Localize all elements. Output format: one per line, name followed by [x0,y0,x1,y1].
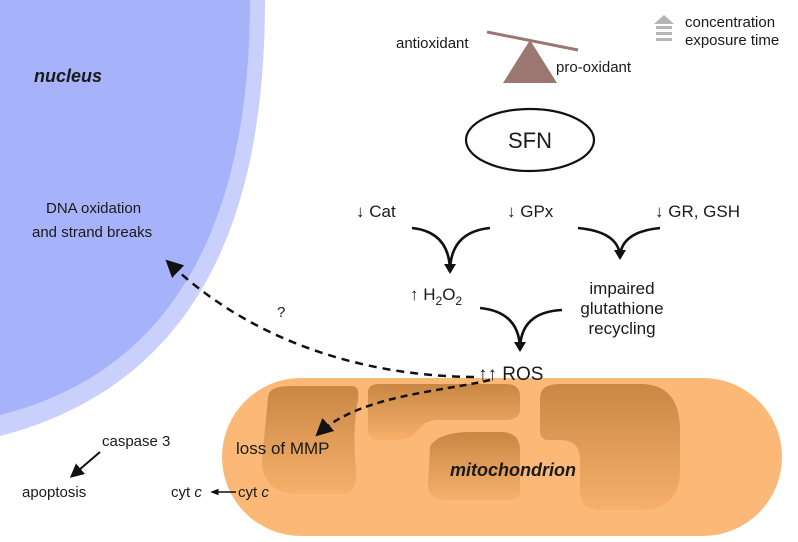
mitochondrion-crista-mid-top [368,384,520,440]
enzyme-gpx: ↓ GPx [507,202,554,221]
nucleus-title: nucleus [34,66,102,86]
dna-question-mark: ? [277,304,285,321]
dna-oxidation-line1: DNA oxidation [46,200,141,217]
glutathione-line1: impaired [589,279,654,298]
legend-bar-1 [656,26,672,29]
converge-arrow-h2o2 [411,226,491,274]
enzyme-cat: ↓ Cat [356,202,396,221]
dashed-arrow-mmp [315,378,491,437]
mitochondrion-crista-left [262,386,359,494]
apoptosis-label: apoptosis [22,484,86,501]
caspase-3-label: caspase 3 [102,433,170,450]
mitochondrion-crista-mid-bottom [428,432,520,500]
antioxidant-label: antioxidant [396,35,469,52]
h2o2-label: ↑ H2O2 [410,285,462,308]
nucleus-body [0,0,250,415]
dashed-arrow-dna [165,259,475,379]
glutathione-line2: glutathione [580,299,663,318]
mitochondrion-title: mitochondrion [450,460,576,480]
balance-scale: antioxidant pro-oxidant [396,30,632,83]
sfn-label: SFN [508,128,552,153]
pro-oxidant-label: pro-oxidant [556,59,632,76]
nucleus [0,0,265,436]
legend-arrow-up-icon [654,15,674,24]
enzyme-gr-gsh: ↓ GR, GSH [655,202,740,221]
sfn-node: SFN [464,107,596,173]
mitochondrion [222,378,782,536]
glutathione-line3: recycling [588,319,655,338]
caspase-arrow [69,451,101,478]
balance-beam [486,30,579,52]
balance-fulcrum [503,40,557,83]
dna-oxidation-line2: and strand breaks [32,224,152,241]
legend-concentration: concentration [685,14,775,31]
cytc-cytosol: cyt c [171,484,202,501]
converge-arrow-glutathione [577,226,661,260]
ros-label: ↑↑ ROS [478,364,543,385]
legend-bar-3 [656,38,672,41]
loss-of-mmp: loss of MMP [236,439,330,458]
legend-exposure-time: exposure time [685,32,779,49]
legend-bar-2 [656,32,672,35]
mitochondrion-crista-right [540,384,680,510]
sfn-ellipse [464,107,596,173]
cytc-mito: cyt c [238,484,269,501]
converge-arrow-ros [479,306,563,352]
legend: concentration exposure time [654,14,779,49]
